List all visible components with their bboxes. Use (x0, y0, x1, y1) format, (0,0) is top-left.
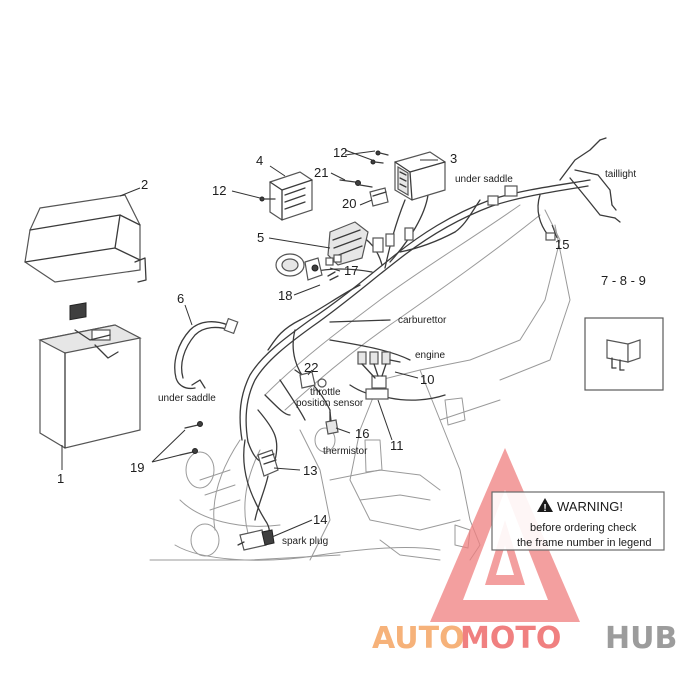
callout-22: 22 (304, 360, 318, 375)
callout-1: 1 (57, 471, 64, 486)
spark-plug-cap (237, 529, 275, 551)
label-taillight: taillight (605, 169, 636, 180)
callout-12-top: 12 (333, 145, 347, 160)
callout-11: 11 (390, 438, 404, 453)
connector-block (327, 221, 414, 266)
callout-13: 13 (303, 463, 317, 478)
thermistor (325, 411, 339, 435)
connector-group (357, 351, 401, 400)
screw-21 (339, 179, 373, 188)
warning-title: WARNING! (557, 499, 623, 514)
relay-box (269, 171, 313, 221)
label-under-saddle-top: under saddle (455, 174, 513, 185)
control-unit (394, 151, 446, 201)
battery-cover (24, 194, 147, 283)
component-labels: under saddle taillight carburettor engin… (158, 169, 636, 547)
label-engine: engine (415, 350, 445, 361)
callout-21: 21 (314, 165, 328, 180)
callout-5: 5 (257, 230, 264, 245)
screws-12 (259, 150, 389, 202)
watermark-moto: MOTO (460, 621, 561, 656)
label-throttle-line1: throttle (310, 387, 341, 398)
ignition-coil (254, 449, 279, 521)
callout-16: 16 (355, 426, 369, 441)
callout-4: 4 (256, 153, 263, 168)
svg-text:!: ! (543, 503, 546, 514)
screws-19 (179, 421, 203, 456)
watermark-hub: HUB (605, 621, 677, 656)
callout-14: 14 (313, 512, 327, 527)
label-thermistor: thermistor (323, 446, 368, 457)
callout-12-left: 12 (212, 183, 226, 198)
callout-20: 20 (342, 196, 356, 211)
fuse-detail-box (584, 317, 664, 391)
warning-triangle-icon (537, 498, 553, 512)
label-spark-plug: spark plug (282, 536, 328, 547)
callout-6: 6 (177, 291, 184, 306)
frame-outline (149, 204, 571, 561)
callout-19: 19 (130, 460, 144, 475)
label-throttle-line2: position sensor (296, 398, 364, 409)
watermark-wordmark: AUTO MOTO HUB (372, 621, 677, 656)
label-under-saddle-left: under saddle (158, 393, 216, 404)
horn-component (275, 253, 323, 281)
watermark-auto: AUTO (372, 621, 465, 656)
callout-2: 2 (141, 177, 148, 192)
callout-numbers: 2 4 12 3 12 21 20 5 17 18 6 15 7 - 8 - 9… (57, 145, 646, 527)
callout-3: 3 (450, 151, 457, 166)
label-carburettor: carburettor (398, 315, 447, 326)
throttle-position-sensor (299, 371, 327, 389)
callout-15: 15 (555, 237, 569, 252)
warning-line2: the frame number in legend (517, 537, 652, 549)
leader-lines (61, 149, 558, 538)
callout-7-8-9: 7 - 8 - 9 (601, 273, 646, 288)
warning-line1: before ordering check (530, 522, 637, 534)
callout-10: 10 (420, 372, 434, 387)
callout-18: 18 (278, 288, 292, 303)
cable-6 (174, 317, 239, 390)
callout-17: 17 (344, 263, 358, 278)
small-connectors (325, 254, 342, 281)
battery (38, 302, 142, 449)
relay-20 (369, 187, 389, 207)
warning-box: ! WARNING! before ordering check the fra… (491, 491, 665, 551)
